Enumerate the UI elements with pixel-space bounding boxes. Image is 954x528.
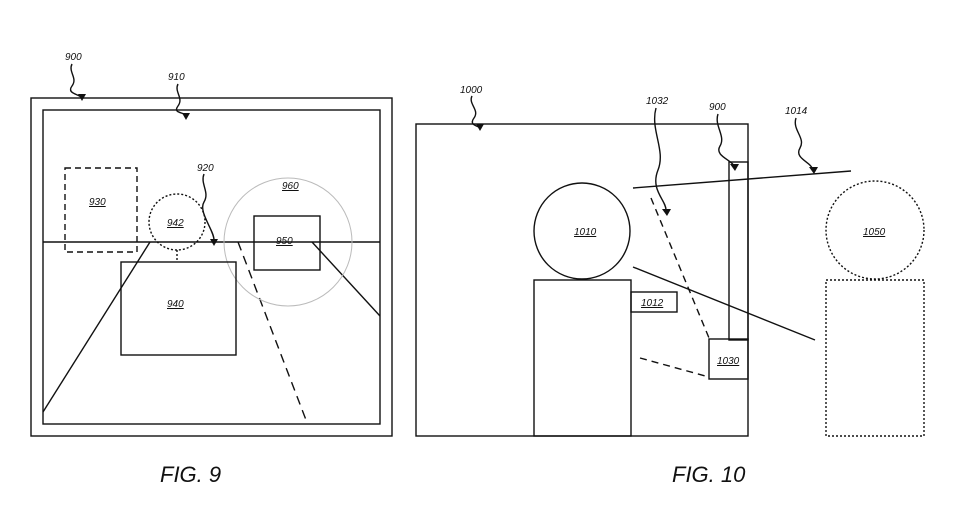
arrow-1014 — [809, 167, 818, 174]
label-900-fig10: 900 — [709, 102, 726, 113]
device-900-frame — [30, 97, 393, 437]
figure-10: 1000 1032 900 1014 1010 1012 1030 1050 F… — [415, 85, 925, 487]
label-1012: 1012 — [641, 298, 664, 309]
dashed-line-1032 — [650, 197, 710, 339]
dashed-region-930 — [64, 167, 138, 253]
label-950: 950 — [276, 236, 293, 247]
object-940 — [120, 261, 237, 356]
leader-920 — [202, 173, 215, 241]
arrow-900-fig10 — [730, 164, 739, 171]
arrow-1000 — [476, 124, 484, 131]
label-910: 910 — [168, 72, 185, 83]
dashed-line-lower — [639, 357, 710, 378]
label-930: 930 — [89, 197, 106, 208]
road-left-edge — [42, 241, 151, 413]
label-1010: 1010 — [574, 227, 597, 238]
caption-fig-10: FIG. 10 — [672, 462, 746, 487]
label-900: 900 — [65, 52, 82, 63]
screen-910 — [42, 109, 381, 425]
tag-1012 — [630, 291, 678, 313]
leader-1014 — [794, 117, 813, 169]
leader-910 — [175, 83, 187, 117]
camera-1030 — [708, 338, 749, 380]
device-900-bar — [728, 161, 749, 341]
zone-960-circle — [223, 177, 353, 307]
arrow-900 — [78, 94, 86, 101]
figure-9: 900 910 920 930 942 940 950 960 FIG. 9 — [30, 52, 393, 487]
label-1050: 1050 — [863, 227, 886, 238]
arrow-910 — [182, 113, 190, 120]
road-center-dashed — [237, 241, 307, 421]
object-head-942 — [148, 193, 206, 251]
remote-person-1050-head — [825, 180, 925, 280]
remote-person-1050-body — [825, 279, 925, 437]
target-950 — [253, 215, 321, 271]
person-1010-head — [533, 182, 631, 280]
label-920: 920 — [197, 163, 214, 174]
label-1030: 1030 — [717, 356, 740, 367]
leader-900 — [69, 63, 83, 99]
label-1000: 1000 — [460, 85, 483, 96]
leader-1000 — [470, 95, 481, 129]
label-960: 960 — [282, 181, 299, 192]
arrow-1032 — [662, 209, 671, 216]
person-1010-body — [533, 279, 632, 437]
label-940: 940 — [167, 299, 184, 310]
caption-fig-9: FIG. 9 — [160, 462, 221, 487]
leader-900-fig10 — [716, 113, 735, 167]
label-1032: 1032 — [646, 96, 669, 107]
road-right-edge — [311, 241, 381, 317]
arrow-920 — [210, 239, 218, 246]
label-1014: 1014 — [785, 106, 808, 117]
ray-lower — [632, 266, 816, 341]
ray-upper — [632, 170, 852, 189]
leader-1032 — [654, 107, 667, 211]
label-942: 942 — [167, 218, 184, 229]
